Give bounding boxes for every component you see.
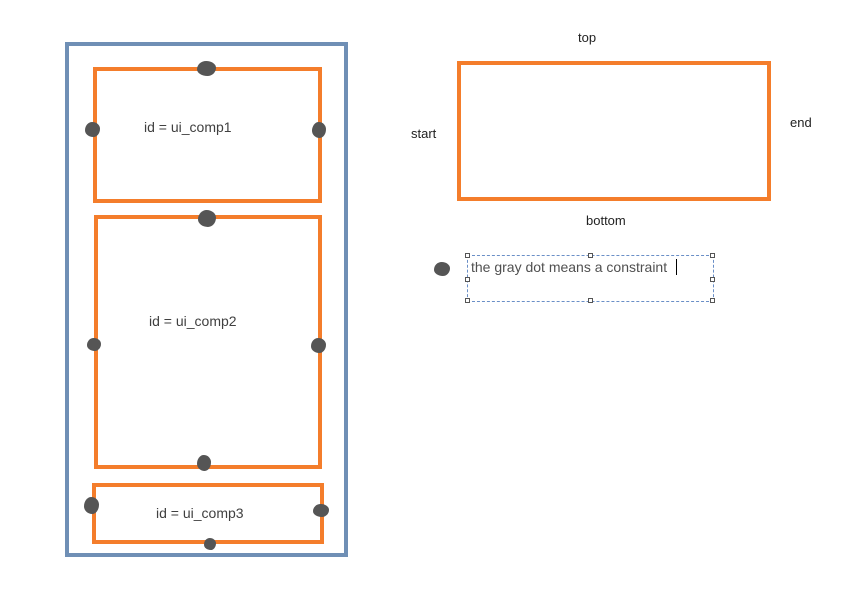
legend-rectangle xyxy=(457,61,771,201)
resize-handle[interactable] xyxy=(588,253,593,258)
text-caret xyxy=(676,259,677,275)
direction-start-label: start xyxy=(411,126,437,141)
direction-top-label: top xyxy=(578,30,597,45)
constraint-dot xyxy=(84,497,99,514)
resize-handle[interactable] xyxy=(465,277,470,282)
component-label: id = ui_comp1 xyxy=(144,119,232,135)
resize-handle[interactable] xyxy=(710,277,715,282)
component-label: id = ui_comp3 xyxy=(156,505,244,521)
constraint-dot xyxy=(85,122,100,137)
resize-handle[interactable] xyxy=(710,298,715,303)
constraint-dot xyxy=(312,122,326,138)
constraint-dot xyxy=(311,338,326,353)
resize-handle[interactable] xyxy=(710,253,715,258)
component-ui-comp1 xyxy=(93,67,322,203)
constraint-dot xyxy=(87,338,101,351)
resize-handle[interactable] xyxy=(465,253,470,258)
note-textbox[interactable] xyxy=(465,253,715,303)
component-ui-comp2 xyxy=(94,215,322,469)
parent-layout xyxy=(65,42,348,557)
constraint-dot xyxy=(204,538,216,550)
constraint-note-text: the gray dot means a constraint xyxy=(471,259,668,275)
direction-end-label: end xyxy=(790,115,812,130)
resize-handle[interactable] xyxy=(588,298,593,303)
constraint-dot xyxy=(197,455,211,471)
direction-bottom-label: bottom xyxy=(586,213,626,228)
legend-constraint-dot xyxy=(434,262,450,276)
constraint-dot xyxy=(198,210,216,227)
constraint-dot xyxy=(313,504,329,517)
constraint-dot xyxy=(197,61,216,76)
resize-handle[interactable] xyxy=(465,298,470,303)
component-label: id = ui_comp2 xyxy=(149,313,237,329)
